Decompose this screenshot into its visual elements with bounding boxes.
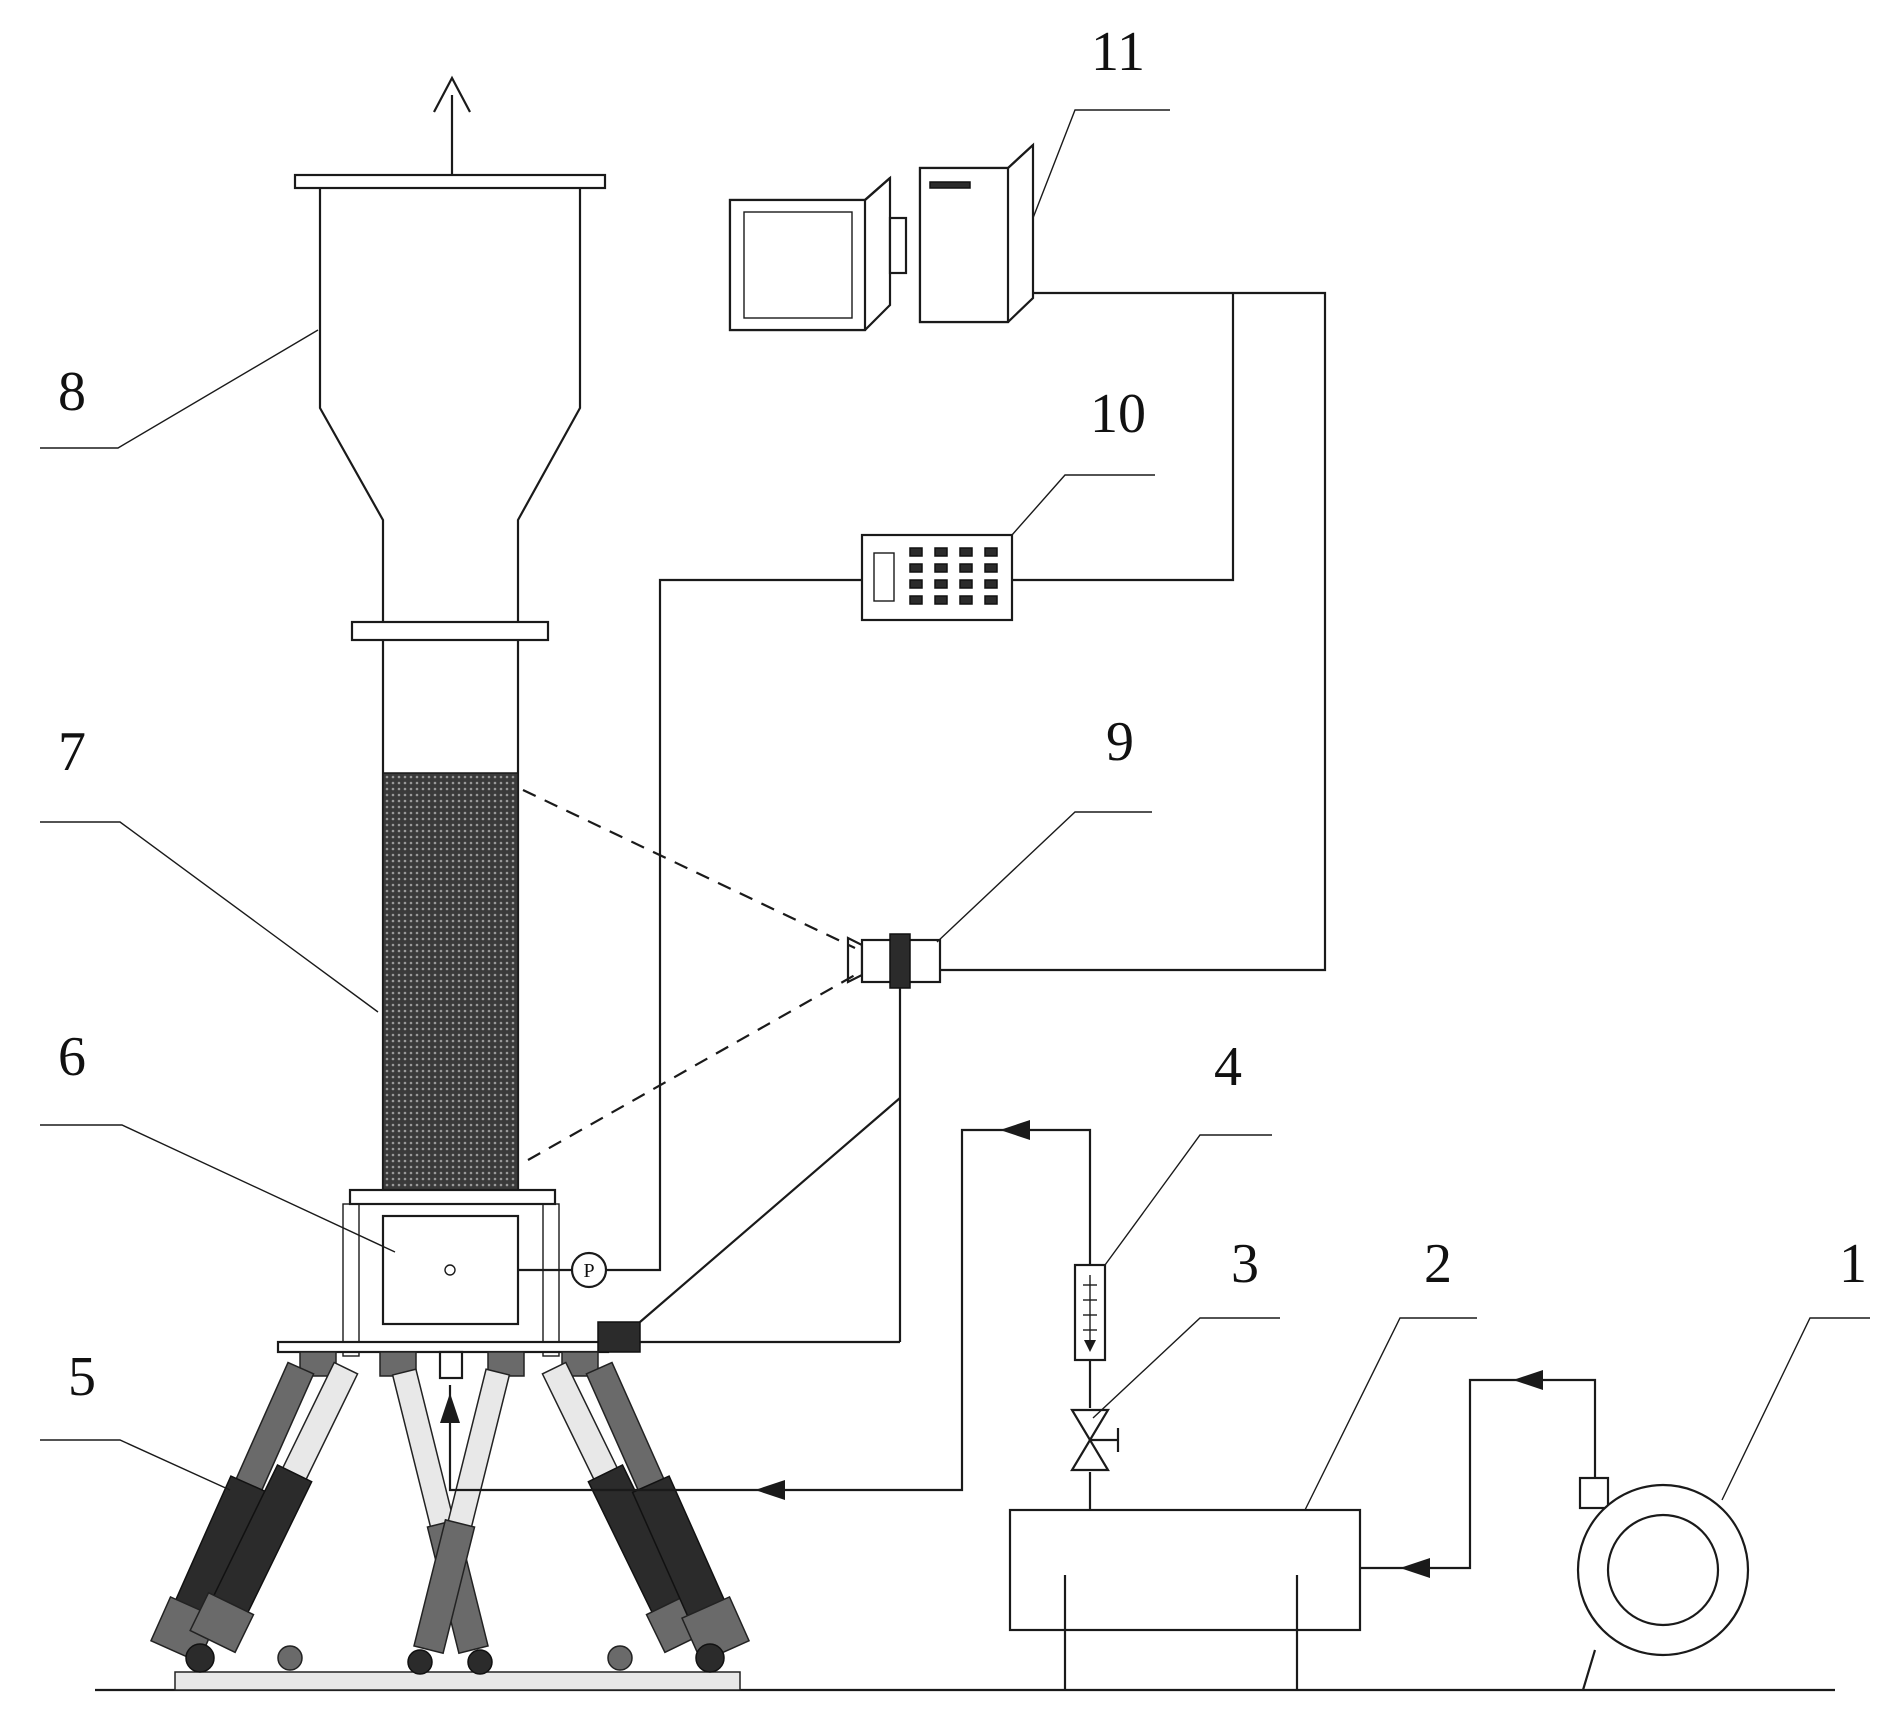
monitor-front <box>728 198 867 332</box>
label-wind-box: 6 <box>58 1026 86 1088</box>
label-hexapod-platform: 5 <box>68 1346 96 1408</box>
monitor-back <box>888 216 908 275</box>
valve-bottom <box>1070 1437 1110 1472</box>
camera-fov-upper <box>522 789 856 949</box>
pressure-signal-cable <box>606 578 862 1272</box>
flow-arrow-top <box>1000 1120 1030 1140</box>
air-tank-body <box>1008 1508 1362 1632</box>
actuator-right-outer <box>585 1361 751 1663</box>
pipe-fan-tank <box>1360 1378 1597 1570</box>
distributor-flange <box>348 1188 557 1206</box>
camera-strut <box>639 1097 901 1323</box>
flow-arrow-bottom <box>755 1480 785 1500</box>
pressure-gauge-symbol: P <box>583 1260 594 1282</box>
fan-stand <box>1581 1649 1597 1691</box>
air-tank <box>1008 1508 1362 1690</box>
foot-5 <box>607 1645 633 1671</box>
leader-3 <box>1092 1317 1280 1419</box>
pc-tower-edge <box>1007 144 1034 169</box>
daq-keypad <box>909 547 998 605</box>
daq-display <box>873 552 895 602</box>
hexapod-base-plate <box>174 1671 741 1691</box>
exhaust-arrow-head <box>433 75 471 113</box>
monitor-screen <box>743 211 853 319</box>
flowmeter-ticks <box>1083 1284 1097 1331</box>
pc-tower-front <box>918 166 1010 324</box>
foot-3 <box>407 1649 433 1675</box>
fan-outlet <box>1578 1476 1610 1510</box>
camera-mount <box>889 933 911 989</box>
flow-arrow-inlet <box>440 1393 460 1423</box>
label-air-tank: 2 <box>1424 1233 1452 1295</box>
air-supply-lines <box>440 1120 1597 1578</box>
component-labels: 8 7 6 5 9 10 11 4 3 2 1 <box>58 21 1867 1408</box>
foot-6 <box>695 1643 725 1673</box>
frame-post-right <box>542 1203 560 1357</box>
valve-top <box>1070 1408 1110 1443</box>
foot-4 <box>467 1649 493 1675</box>
leader-lines <box>40 109 1870 1511</box>
expansion-section <box>318 188 582 622</box>
actuator-right-mid <box>541 1361 711 1654</box>
camera-fov-lower <box>527 974 856 1161</box>
label-pressure-acquisition: 10 <box>1090 383 1146 445</box>
camera <box>522 789 942 1344</box>
valve <box>1070 1408 1120 1472</box>
label-valve: 3 <box>1231 1233 1259 1295</box>
wind-box <box>381 1214 520 1326</box>
middle-flange <box>350 620 550 642</box>
flowmeter <box>1073 1263 1107 1362</box>
actuator-left-mid <box>189 1361 359 1654</box>
leader-11 <box>1032 109 1170 219</box>
label-flowmeter: 4 <box>1214 1036 1242 1098</box>
leader-2 <box>1304 1317 1477 1511</box>
label-expansion-section: 8 <box>58 361 86 423</box>
leader-5 <box>40 1439 231 1491</box>
monitor-edge <box>864 177 891 201</box>
flowmeter-float <box>1084 1340 1096 1352</box>
leader-9 <box>936 811 1152 943</box>
leader-4 <box>1104 1134 1272 1266</box>
vibration-sensor <box>597 1321 641 1353</box>
label-fluidized-bed: 7 <box>58 721 86 783</box>
frame-post-left <box>342 1203 360 1357</box>
platform-top-plate <box>276 1340 610 1354</box>
computer <box>728 142 1327 972</box>
leader-8 <box>40 329 319 449</box>
foot-1 <box>185 1643 215 1673</box>
particle-bed <box>382 772 519 1191</box>
flow-arrow-tank <box>1400 1558 1430 1578</box>
air-supply-pipe <box>448 1128 1092 1492</box>
foot-2 <box>277 1645 303 1671</box>
leader-6 <box>40 1124 396 1253</box>
column-assembly: P <box>276 75 641 1380</box>
air-inlet-stub <box>438 1350 464 1380</box>
fan <box>1576 1476 1750 1691</box>
label-fan: 1 <box>1839 1233 1867 1295</box>
hexapod-platform <box>149 1351 751 1691</box>
top-flange <box>293 173 607 190</box>
label-camera: 9 <box>1106 711 1134 773</box>
label-computer: 11 <box>1091 21 1145 83</box>
pressure-acquisition-unit <box>606 533 1014 1272</box>
fan-impeller <box>1606 1513 1720 1627</box>
leader-7 <box>40 821 379 1013</box>
leader-10 <box>1011 474 1155 536</box>
wind-box-port <box>444 1264 456 1276</box>
flow-arrow-fan <box>1513 1370 1543 1390</box>
pc-drive-slot <box>929 181 971 189</box>
camera-data-cable <box>940 291 1327 972</box>
daq-data-cable <box>1012 293 1235 582</box>
leader-1 <box>1721 1317 1870 1501</box>
